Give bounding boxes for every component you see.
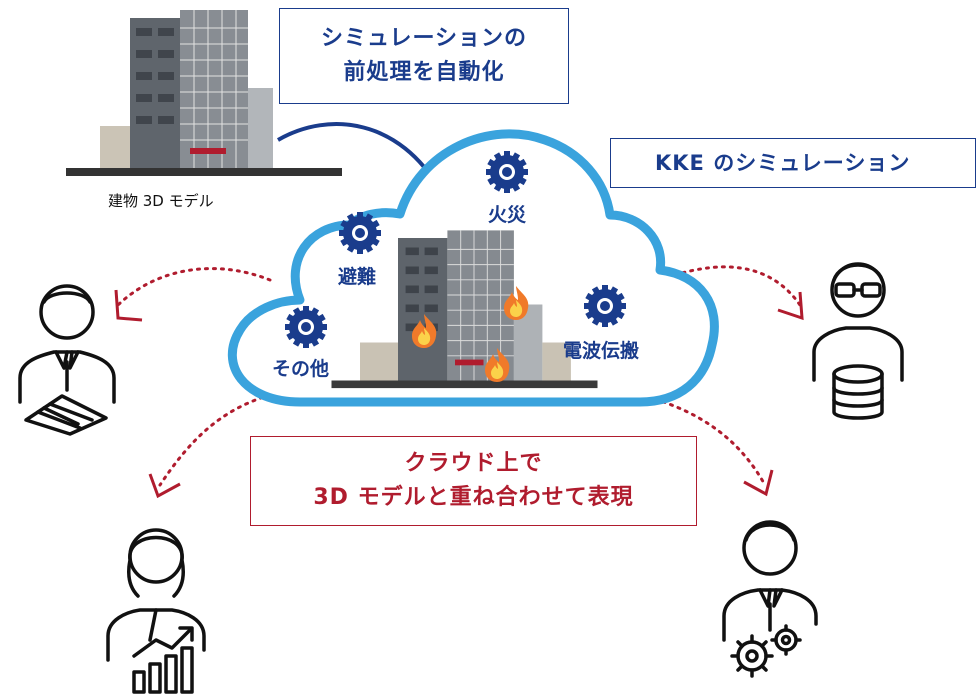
output-dotted-arrows	[116, 265, 802, 487]
bottom-box-line-2: 3D モデルと重ね合わせて表現	[313, 485, 634, 510]
analyst-database-person-icon	[812, 262, 904, 420]
output-arrow-heads	[114, 289, 804, 499]
cloud-overlay-box: クラウド上で 3D モデルと重ね合わせて表現	[250, 436, 697, 526]
engineer-gears-person-icon	[722, 520, 818, 678]
evacuation-label: 避難	[338, 266, 377, 288]
legend-label: KKE のシミュレーション	[655, 151, 911, 175]
preprocessing-automation-box: シミュレーションの 前処理を自動化	[279, 8, 569, 104]
building-model-caption: 建物 3D モデル	[108, 192, 214, 210]
manager-chart-person-icon	[106, 528, 206, 694]
top-box-line-1: シミュレーションの	[320, 26, 528, 51]
bottom-box-line-1: クラウド上で	[404, 451, 543, 476]
engineer-solar-person-icon	[18, 284, 116, 436]
fire-label: 火災	[488, 204, 527, 226]
other-label: その他	[272, 358, 330, 380]
radio-propagation-label: 電波伝搬	[563, 340, 640, 362]
top-box-line-2: 前処理を自動化	[343, 60, 505, 85]
building-3d-model-image	[66, 10, 342, 176]
kke-simulation-legend: KKE のシミュレーション	[610, 138, 976, 188]
